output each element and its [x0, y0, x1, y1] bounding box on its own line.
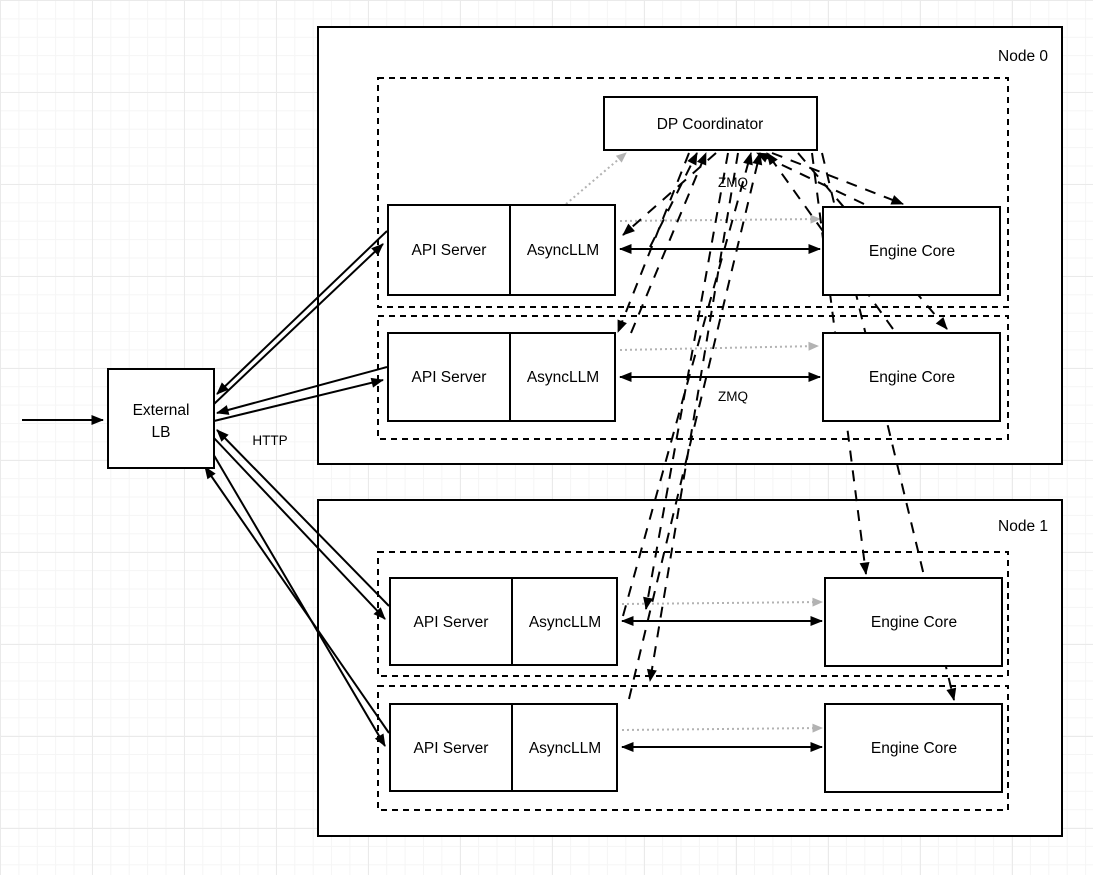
- node0-row2-engine-core-label: Engine Core: [869, 369, 955, 386]
- edge-dashed-n0r2-async-to-coordinator: [630, 152, 707, 334]
- node0-row2-api-async-box: [387, 332, 616, 422]
- node0-row1-engine-core-label: Engine Core: [869, 243, 955, 260]
- edge-n1r2-api-to-lb: [204, 466, 390, 734]
- edge-dashed-coordinator-to-n0r1-engine: [771, 152, 904, 205]
- http-edge-label: HTTP: [252, 433, 287, 448]
- node1-row2-engine-core-label: Engine Core: [871, 740, 957, 757]
- node1-label: Node 1: [998, 518, 1048, 535]
- edge-dashed-coordinator-to-n1r1-async: [643, 152, 729, 610]
- node0-row2-engine-core-box: [822, 332, 1001, 422]
- edge-n0r2-api-to-lb: [216, 366, 388, 415]
- node1-row2-engine-core-box: [824, 703, 1003, 793]
- edge-lb-to-n1r2-api: [211, 451, 386, 747]
- node1-row1-engine-core-label: Engine Core: [871, 614, 957, 631]
- external-lb-box: [107, 368, 215, 469]
- edge-dotted-n1r2-async-to-engine: [621, 723, 823, 733]
- node1-row2-api-server-label: API Server: [414, 740, 489, 757]
- edge-lb-to-n0r2-api: [213, 377, 384, 422]
- node1-row1-api-async-box: [389, 577, 618, 666]
- edge-dotted-n1r1-async-to-engine: [621, 597, 823, 607]
- edge-dashed-n0r1-async-to-coordinator: [649, 152, 698, 248]
- node1-row2-api-async-box: [389, 703, 618, 792]
- node0-row2-asyncllm-label: AsyncLLM: [527, 369, 599, 386]
- edge-lb-to-n0r1-api: [213, 243, 384, 405]
- node0-row1-asyncllm-label: AsyncLLM: [527, 242, 599, 259]
- edge-dashed-coordinator-to-n1r2-async: [646, 152, 739, 682]
- edge-dotted-n0r2-async-to-engine: [619, 341, 819, 351]
- node1-row1: API Server AsyncLLM Engine Core: [389, 577, 1003, 667]
- node0-row2: API Server AsyncLLM Engine Core: [387, 332, 1001, 422]
- node0-row1-api-server-label: API Server: [412, 242, 487, 259]
- edges: [22, 152, 957, 752]
- edge-n1r1-api-to-lb: [216, 429, 390, 607]
- node1-row1-api-server-label: API Server: [414, 614, 489, 631]
- zmq-engine-edge-label: ZMQ: [718, 389, 748, 404]
- node0-row1-engine-core-box: [822, 206, 1001, 296]
- node0-label: Node 0: [998, 48, 1048, 65]
- edge-n0r1-api-to-lb: [216, 230, 388, 395]
- node0-row1: API Server AsyncLLM Engine Core: [387, 204, 1001, 296]
- dp-coordinator: DP Coordinator: [603, 96, 818, 151]
- node0-row1-api-async-box: [387, 204, 616, 296]
- external-lb-label-line1: External: [133, 402, 190, 419]
- edge-dotted-n0r1-async-to-engine: [619, 214, 821, 224]
- node1-row2-asyncllm-label: AsyncLLM: [529, 740, 601, 757]
- edge-dashed-n1r2-async-to-coordinator: [628, 152, 763, 700]
- edge-dashed-coordinator-to-n0r2-async: [617, 152, 690, 333]
- edge-lb-to-n1r1-api: [213, 437, 386, 620]
- node1-row2-dashed-container: [377, 685, 1009, 811]
- node1-row2: API Server AsyncLLM Engine Core: [389, 703, 1003, 793]
- node0-row2-api-server-label: API Server: [412, 369, 487, 386]
- node0-row2-dashed-container: [377, 315, 1009, 440]
- edge-dotted-n0r1-async-to-coordinator: [565, 152, 627, 205]
- node1-row1-asyncllm-label: AsyncLLM: [529, 614, 601, 631]
- dp-coordinator-label: DP Coordinator: [657, 116, 764, 133]
- zmq-coordinator-edge-label: ZMQ: [718, 175, 748, 190]
- external-lb: External LB: [107, 368, 215, 469]
- external-lb-label-line2: LB: [152, 424, 171, 441]
- edge-dashed-n1r1-async-to-coordinator: [622, 152, 753, 617]
- edge-dashed-coordinator-to-n0r1-async: [622, 152, 717, 236]
- node1-row1-engine-core-box: [824, 577, 1003, 667]
- edge-dashed-coordinator-to-n1r1-engine: [811, 152, 870, 575]
- dp-coordinator-box: [603, 96, 818, 151]
